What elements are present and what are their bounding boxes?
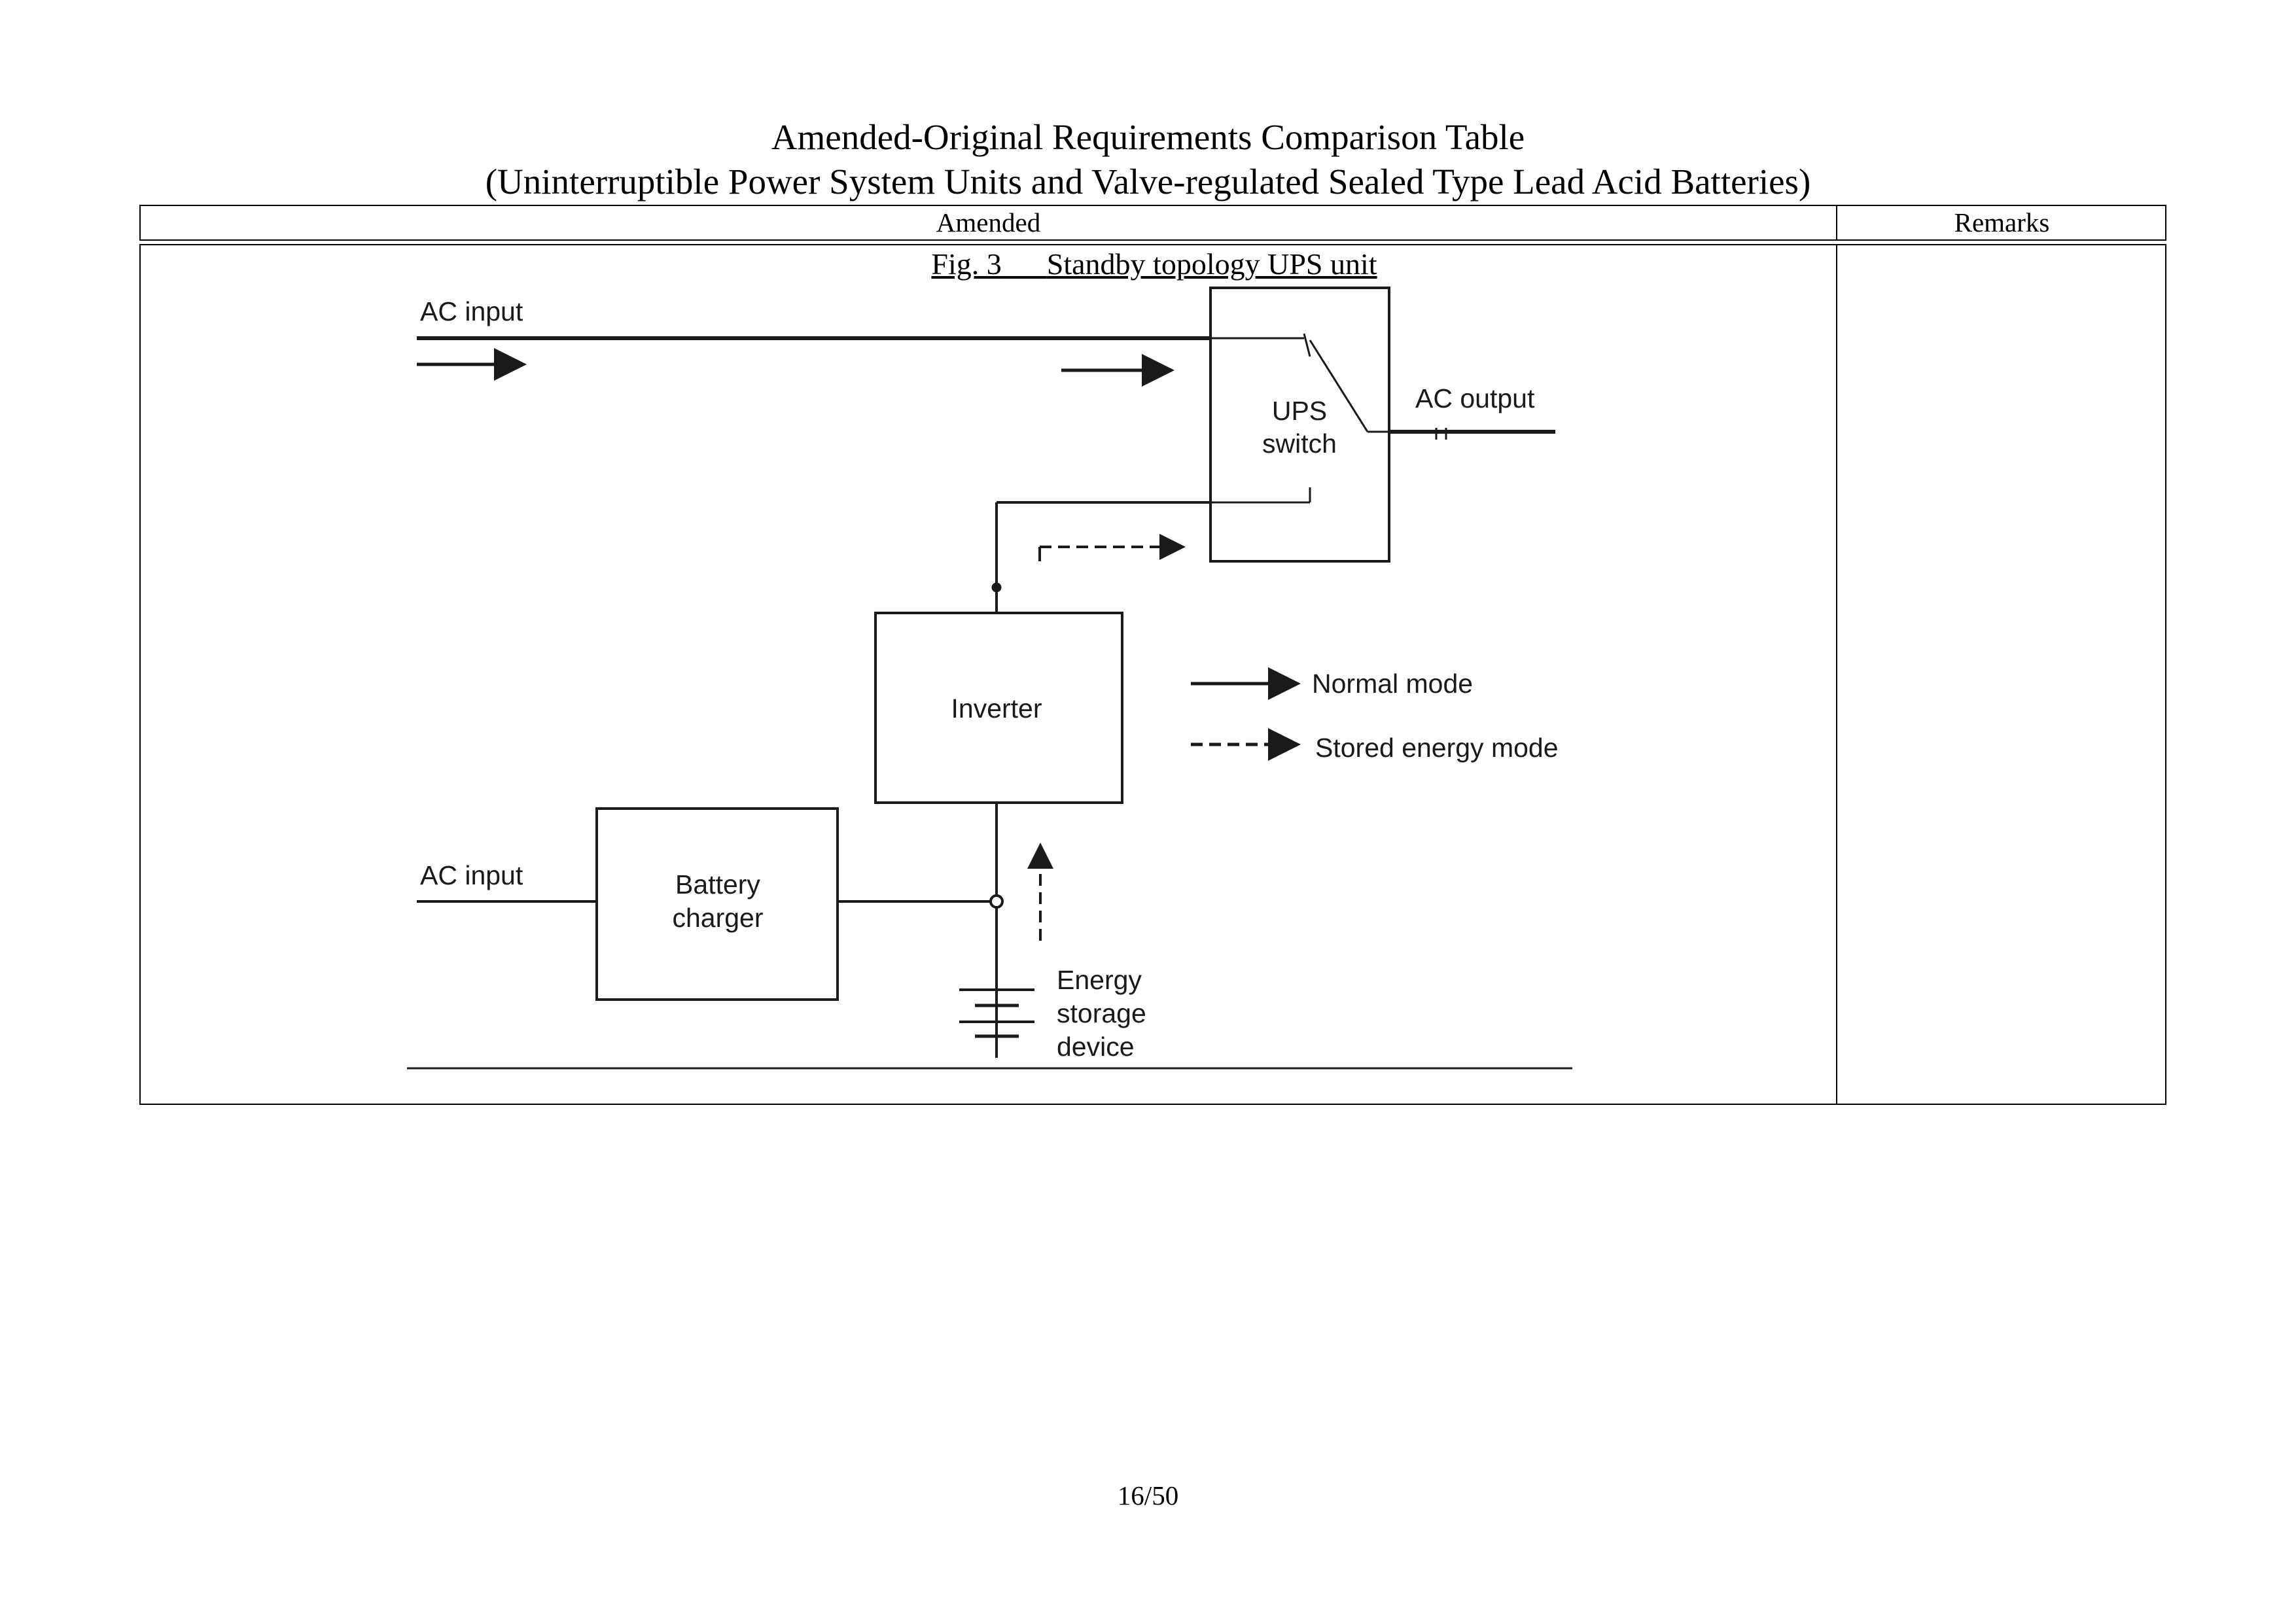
inverter-box bbox=[874, 612, 1123, 804]
document-title: Amended-Original Requirements Comparison… bbox=[771, 117, 1525, 157]
ups-switch-label-line1: UPS bbox=[1272, 396, 1327, 426]
energy-storage-label-line2: storage bbox=[1057, 998, 1146, 1028]
battery-charger-label-line1: Battery bbox=[675, 869, 760, 899]
standby-ups-diagram: AC input UPS switch AC output Inverter N… bbox=[407, 287, 1572, 1070]
table-body-row: Fig. 3 Standby topology UPS unit bbox=[139, 244, 2166, 1105]
legend-normal-label: Normal mode bbox=[1312, 669, 1473, 699]
header-amended: Amended bbox=[936, 207, 1041, 237]
figure-caption: Fig. 3 Standby topology UPS unit bbox=[141, 246, 2168, 283]
column-divider bbox=[1836, 206, 1837, 239]
figure-number: Fig. 3 bbox=[931, 247, 1002, 281]
document-subtitle: (Uninterruptible Power System Units and … bbox=[485, 162, 1811, 201]
figure-title: Standby topology UPS unit bbox=[1046, 247, 1377, 281]
battery-charger-box bbox=[595, 807, 839, 1001]
switch-blade bbox=[1309, 340, 1369, 432]
energy-storage-label-line3: device bbox=[1057, 1032, 1135, 1062]
header-remarks: Remarks bbox=[1954, 207, 2050, 237]
energy-storage-label-line1: Energy bbox=[1057, 965, 1142, 995]
column-divider bbox=[1836, 245, 1837, 1104]
inverter-label: Inverter bbox=[951, 693, 1042, 724]
ac-input-bottom-label: AC input bbox=[420, 860, 523, 890]
junction-dot bbox=[991, 582, 1002, 593]
ups-switch-label-line2: switch bbox=[1262, 428, 1337, 459]
table-header-row: Amended Remarks bbox=[139, 205, 2166, 241]
ac-output-label: AC output bbox=[1415, 383, 1535, 413]
junction-dot bbox=[989, 894, 1004, 909]
ups-switch-box bbox=[1209, 287, 1390, 563]
legend-stored-label: Stored energy mode bbox=[1315, 733, 1559, 763]
page-number: 16/50 bbox=[1117, 1480, 1179, 1510]
switch-contact bbox=[1303, 333, 1311, 357]
battery-charger-label-line2: charger bbox=[672, 903, 763, 933]
document-title-block: Amended-Original Requirements Comparison… bbox=[0, 115, 2296, 204]
ac-input-top-label: AC input bbox=[420, 296, 523, 326]
